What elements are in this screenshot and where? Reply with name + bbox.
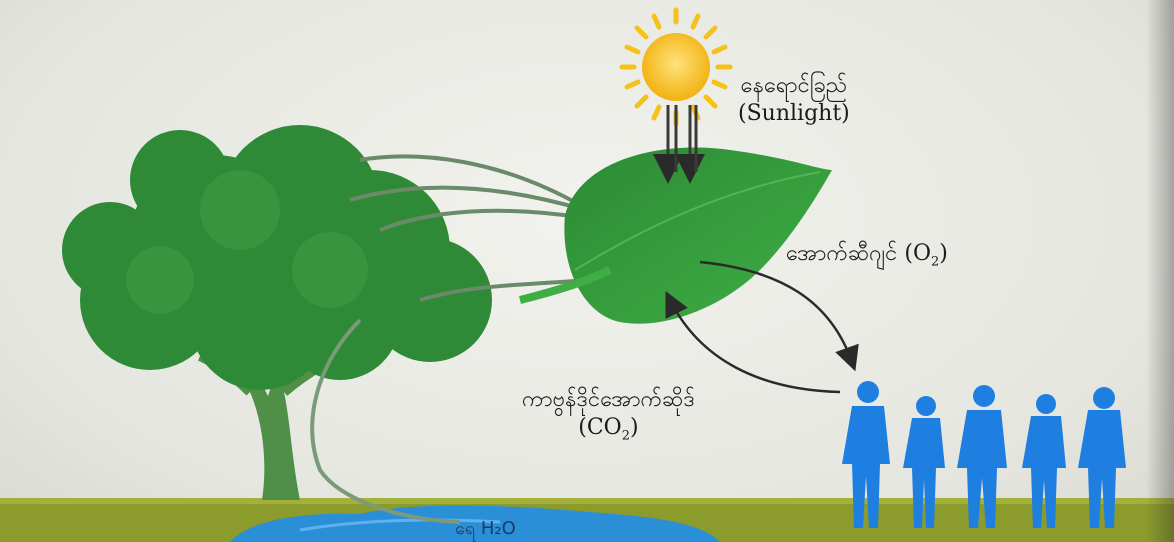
oxygen-label-myanmar: အောက်ဆီဂျင် bbox=[786, 241, 897, 266]
leaf bbox=[520, 148, 832, 324]
co2-subscript: 2 bbox=[622, 428, 630, 443]
oxygen-formula-close: ) bbox=[939, 241, 948, 266]
co2-formula-text: (CO bbox=[578, 415, 621, 440]
co2-arrow bbox=[670, 300, 840, 392]
co2-formula: (CO2) bbox=[522, 414, 695, 450]
oxygen-formula-text: (O bbox=[904, 241, 931, 266]
water-label: ရေ H₂O bbox=[455, 518, 516, 542]
tree bbox=[62, 125, 492, 500]
co2-label-myanmar: ကာဗွန်ဒိုင်အောက်ဆိုဒ် bbox=[522, 386, 695, 414]
sunlight-label-english: (Sunlight) bbox=[738, 100, 850, 128]
oxygen-formula: (O2) bbox=[904, 241, 948, 266]
co2-label: ကာဗွန်ဒိုင်အောက်ဆိုဒ် (CO2) bbox=[522, 386, 695, 450]
page-edge-shadow bbox=[1146, 0, 1174, 542]
sunlight-label-myanmar: နေရောင်ခြည် bbox=[738, 72, 850, 100]
oxygen-label: အောက်ဆီဂျင် (O2) bbox=[786, 240, 948, 276]
co2-formula-close: ) bbox=[630, 415, 639, 440]
sunlight-label: နေရောင်ခြည် (Sunlight) bbox=[738, 72, 850, 128]
